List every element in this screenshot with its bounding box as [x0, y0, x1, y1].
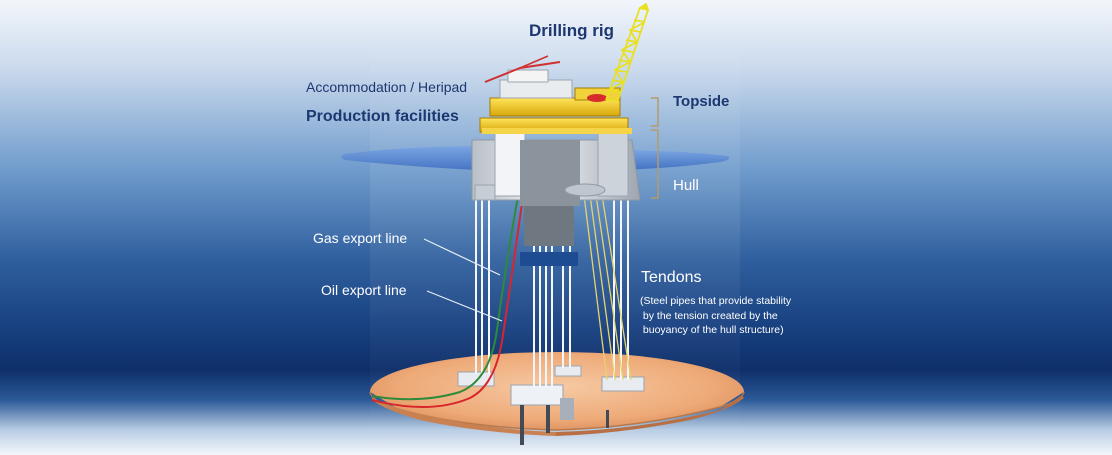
oil-export-line	[371, 195, 524, 409]
topside-label: Topside	[673, 93, 730, 110]
hull-label: Hull	[673, 177, 699, 194]
tendon-cutaway-band	[520, 252, 578, 266]
hull	[471, 127, 641, 246]
production-facilities-label: Production facilities	[306, 108, 459, 125]
tendons-label: Tendons	[641, 269, 702, 286]
gas-export-line	[371, 195, 519, 401]
drilling-derrick	[605, 2, 650, 101]
drilling-rig-label: Drilling rig	[529, 21, 614, 40]
accommodation-label: Accommodation / Heripad	[306, 79, 468, 95]
risers	[583, 194, 632, 381]
leader-lines	[423, 238, 503, 322]
topside	[479, 55, 632, 134]
tendons-description: (Steel pipes that provide stability by t…	[640, 295, 792, 336]
gas-export-line-label: Gas export line	[313, 230, 408, 246]
oil-export-line-label: Oil export line	[321, 282, 407, 298]
section-brackets	[651, 97, 659, 199]
